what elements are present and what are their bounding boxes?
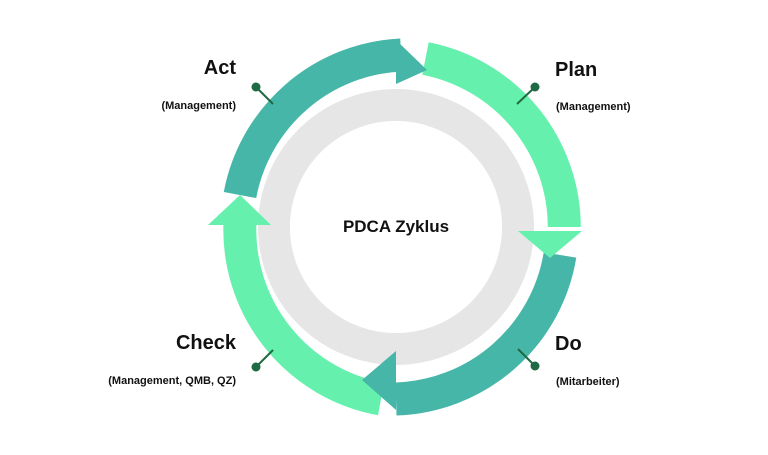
phase-subtitle-check: (Management, QMB, QZ) xyxy=(108,375,236,387)
center-label: PDCA Zyklus xyxy=(342,217,450,236)
phase-title-act: Act xyxy=(203,57,236,79)
phase-subtitle-plan: (Management) xyxy=(556,101,631,113)
arc-plan xyxy=(422,42,581,228)
arc-check xyxy=(223,221,385,416)
connector-act xyxy=(251,82,274,105)
phase-title-plan: Plan xyxy=(555,59,598,81)
connector-do xyxy=(517,348,540,371)
arrowhead-act-to-plan xyxy=(396,40,427,84)
connector-plan xyxy=(516,82,540,105)
arrowhead-do-to-check xyxy=(362,351,396,410)
center-disk xyxy=(290,121,502,333)
arc-do xyxy=(395,252,577,416)
phase-subtitle-act: (Management) xyxy=(161,100,236,112)
connector-check xyxy=(251,349,274,372)
arc-act xyxy=(223,38,403,199)
inner-ring xyxy=(258,89,534,365)
phase-title-check: Check xyxy=(175,332,236,354)
arrowhead-check-to-act xyxy=(208,195,271,225)
arrowhead-plan-to-do xyxy=(518,231,582,258)
phase-subtitle-do: (Mitarbeiter) xyxy=(556,376,620,388)
phase-title-do: Do xyxy=(555,333,582,355)
